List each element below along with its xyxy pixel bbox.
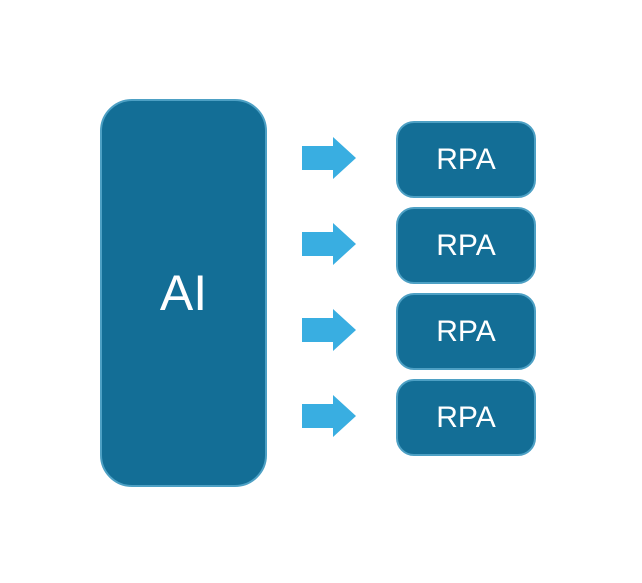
- arrows-column: [302, 137, 356, 437]
- right-arrow-icon: [302, 395, 356, 437]
- rpa-node: RPA: [396, 293, 536, 370]
- right-arrow-icon: [302, 137, 356, 179]
- rpa-node-label: RPA: [436, 228, 496, 262]
- rpa-node: RPA: [396, 207, 536, 284]
- rpa-node-label: RPA: [436, 142, 496, 176]
- ai-node-label: AI: [159, 265, 208, 321]
- right-arrow-icon: [302, 309, 356, 351]
- right-arrow-icon: [302, 223, 356, 265]
- rpa-node: RPA: [396, 121, 536, 198]
- ai-node: AI: [100, 99, 267, 487]
- rpa-node-label: RPA: [436, 400, 496, 434]
- rpa-node: RPA: [396, 379, 536, 456]
- rpa-node-label: RPA: [436, 314, 496, 348]
- targets-column: RPA RPA RPA RPA: [396, 121, 536, 456]
